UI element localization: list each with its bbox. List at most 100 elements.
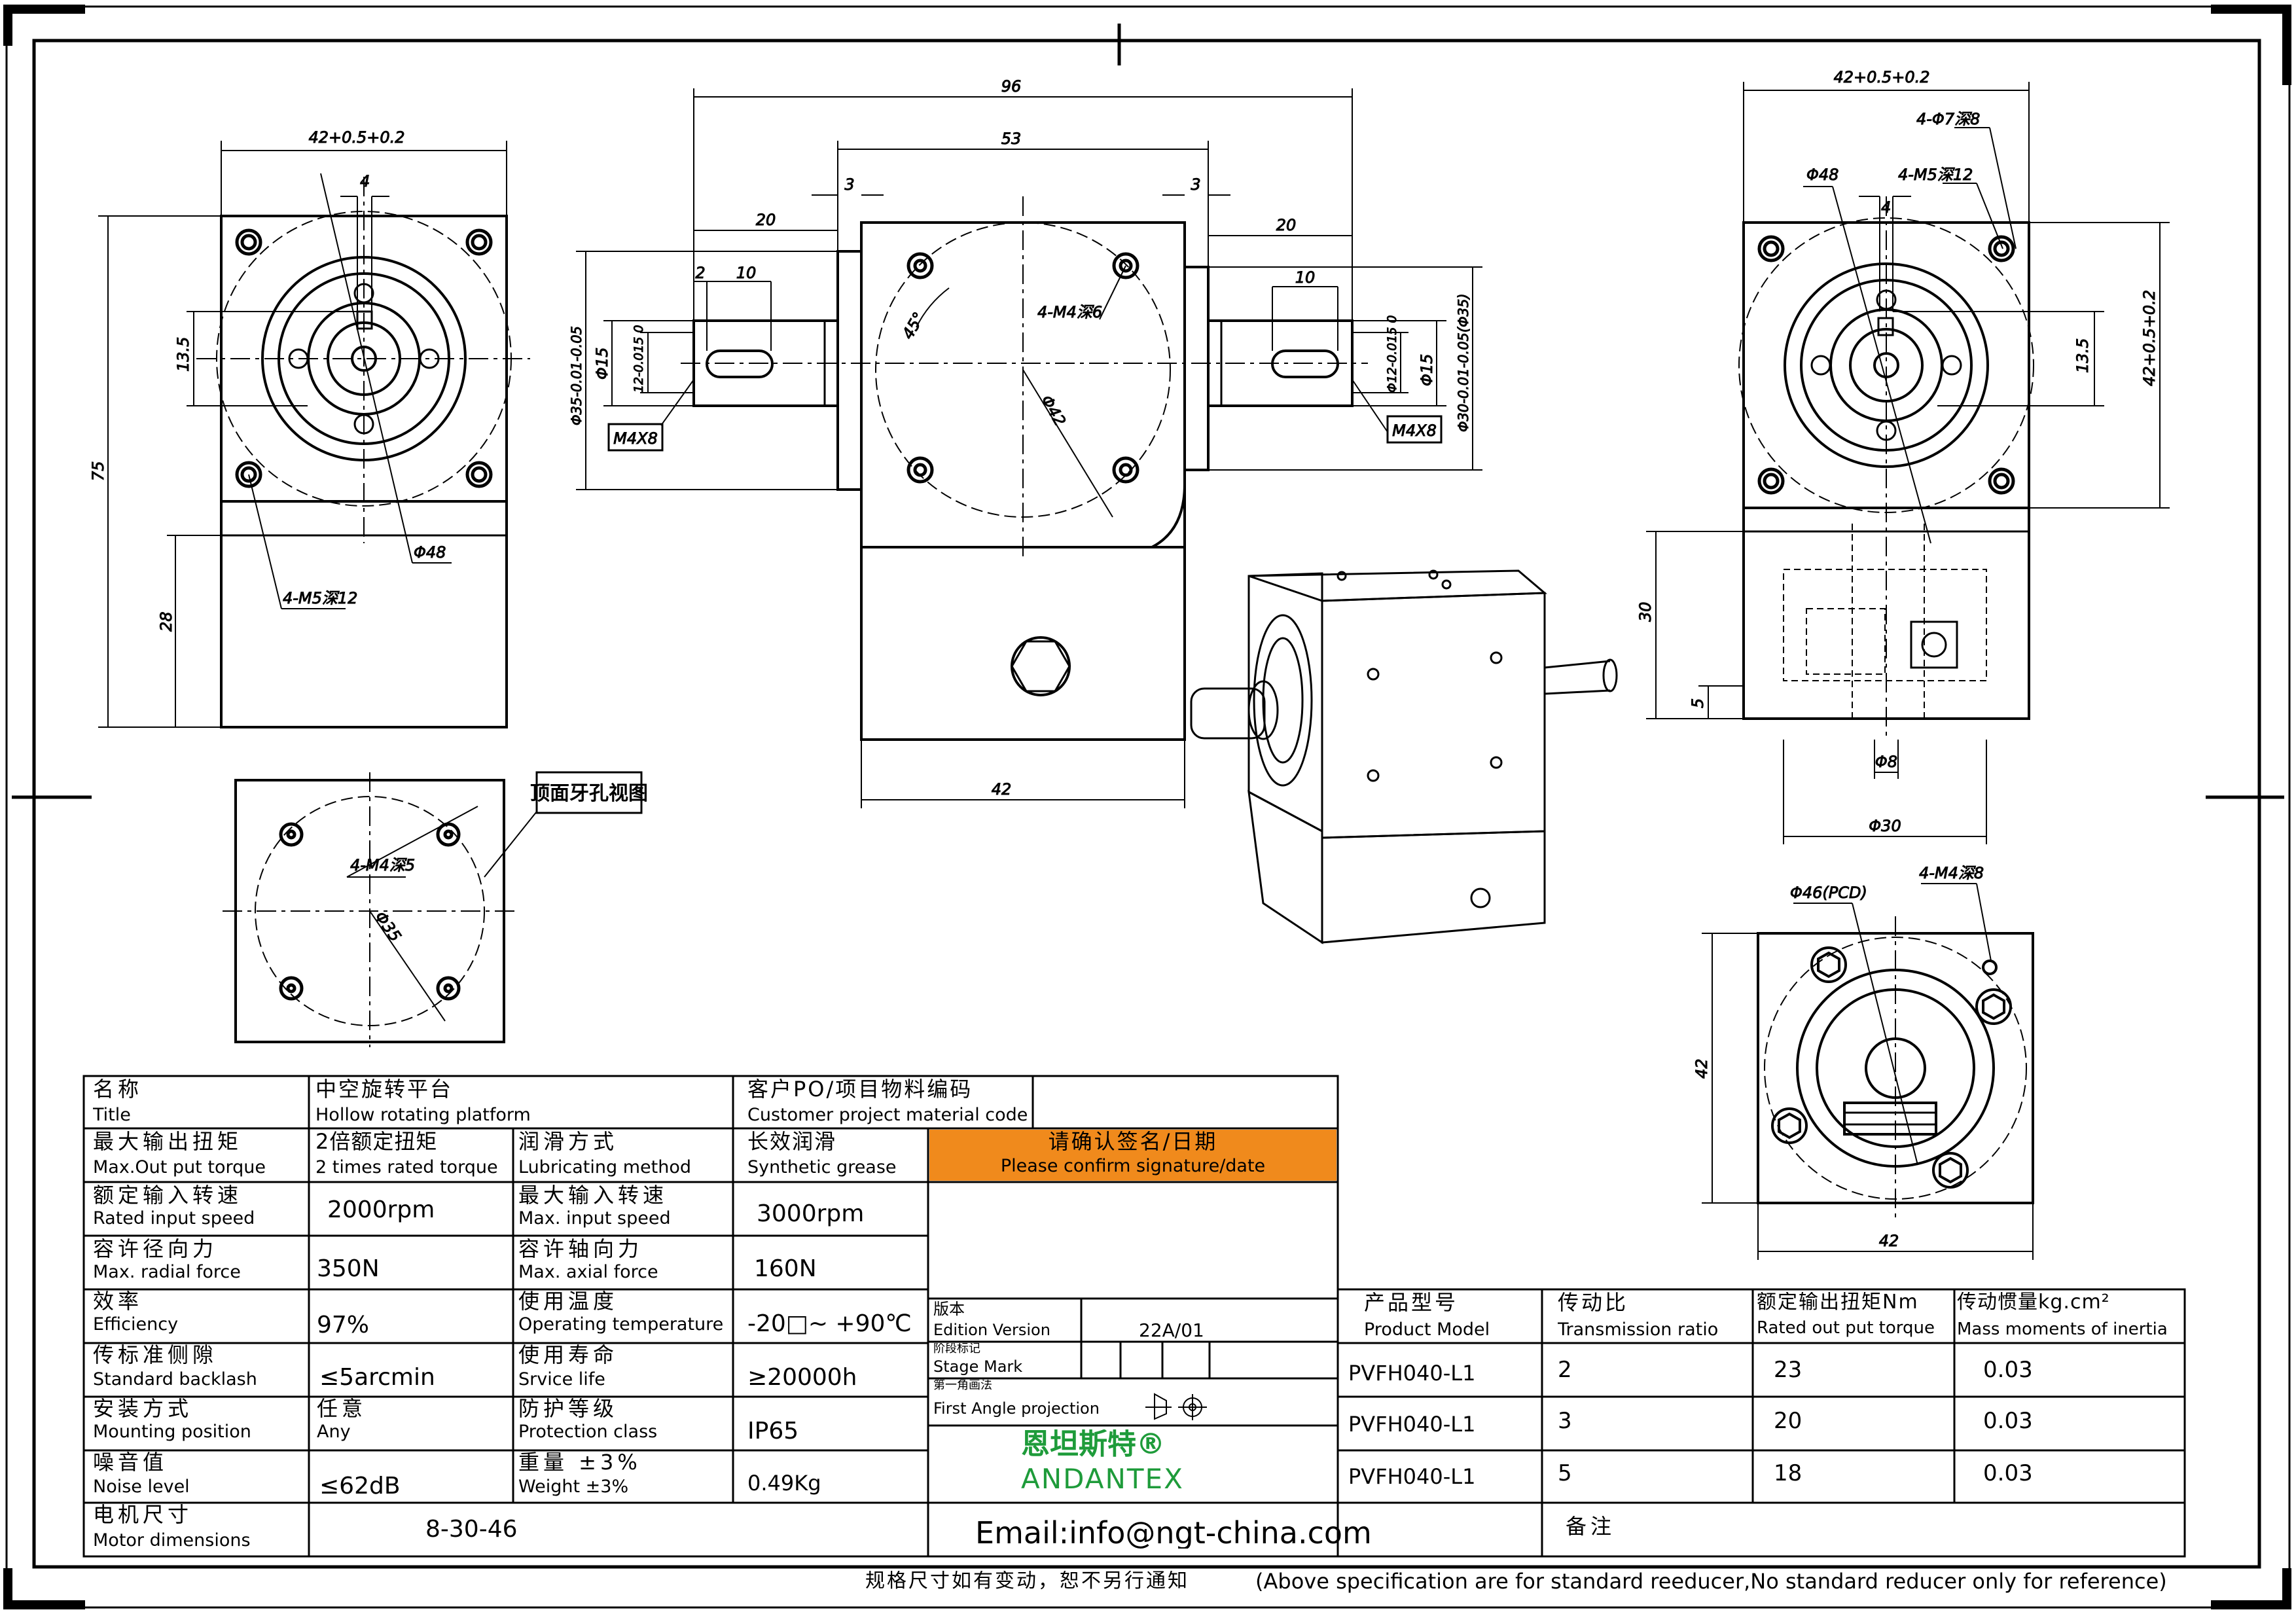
dim-30-35: Φ30-0.01-0.05(Φ35) (1456, 293, 1471, 432)
spec-label-en: Standard backlash (93, 1371, 257, 1390)
model-ratio: 5 (1558, 1462, 1572, 1486)
spec-label-cn: 重量 ±3% (518, 1452, 641, 1474)
model-inertia: 0.03 (1983, 1359, 2033, 1382)
spec-label-cn: 安装方式 (93, 1398, 193, 1420)
dim-42-br-v: 42 (1693, 1058, 1711, 1079)
spec-label-cn: 使用寿命 (518, 1344, 619, 1367)
dim-13-5-left: 13.5 (174, 337, 192, 372)
models-header-cn: 产品型号 (1364, 1292, 1459, 1314)
dim-4-right: 4 (1881, 198, 1891, 217)
motor-en: Motor dimensions (93, 1532, 251, 1551)
models-header-en: Rated out put torque (1757, 1319, 1935, 1338)
email-text: Email:info@ngt-china.com (975, 1517, 1372, 1549)
spec-value: ≤62dB (319, 1474, 401, 1499)
confirm-signature-bg (929, 1130, 1336, 1181)
spec-label-en: Srvice life (518, 1371, 605, 1390)
model-inertia: 0.03 (1983, 1462, 2033, 1486)
dim-3-right: 3 (1191, 175, 1200, 194)
motor-value: 8-30-46 (425, 1517, 518, 1542)
spec-value-en: Any (317, 1423, 351, 1442)
spec-label-cn: 噪音值 (93, 1452, 168, 1474)
spec-value-cn: 任意 (317, 1398, 367, 1420)
dim-30-v: 30 (1636, 601, 1655, 622)
model-torque: 18 (1774, 1462, 1803, 1486)
spec-value-en: Synthetic grease (747, 1158, 897, 1177)
model-name: PVFH040-L1 (1348, 1414, 1476, 1436)
model-ratio: 2 (1558, 1359, 1572, 1382)
right-flange-view (1646, 82, 2170, 844)
dim-12-right: Φ12-0.015 0 (1385, 315, 1399, 393)
spec-label-cn: 效率 (93, 1291, 143, 1313)
dim-7-8: 4-Φ7深8 (1916, 110, 1980, 128)
motor-flange-view (1702, 883, 2034, 1260)
dim-10-left: 10 (736, 264, 757, 282)
remark-label: 备注 (1566, 1516, 1616, 1538)
spec-value: 0.49Kg (747, 1473, 821, 1495)
spec-label-cn: 防护等级 (518, 1398, 619, 1420)
dim-10-right: 10 (1295, 268, 1316, 287)
top-hole-view (223, 771, 643, 1047)
spec-label-en: Max. radial force (93, 1263, 241, 1282)
product-cn: 中空旋转平台 (315, 1079, 454, 1101)
models-header-en: Transmission ratio (1558, 1321, 1719, 1340)
footer-en: (Above specification are for standard re… (1255, 1571, 2167, 1593)
edition-en: Edition Version (933, 1322, 1050, 1339)
spec-value: 160N (754, 1257, 817, 1282)
left-flange-view (98, 141, 530, 728)
brand-logo-cn: 恩坦斯特® (1021, 1429, 1165, 1460)
dim-8: Φ8 (1875, 753, 1897, 771)
spec-value-cn: 2倍额定扭矩 (315, 1131, 438, 1153)
spec-value-en: 2 times rated torque (315, 1158, 498, 1177)
dim-15-right: Φ15 (1418, 354, 1436, 386)
models-header-cn: 额定输出扭矩Nm (1757, 1292, 1919, 1313)
outer-frame (5, 5, 2291, 1609)
dim-5: 5 (1689, 698, 1707, 708)
dim-13-5-right: 13.5 (2073, 338, 2092, 373)
spec-value: 3000rpm (757, 1202, 865, 1227)
inner-frame (32, 39, 2261, 1569)
title-en: Title (93, 1106, 131, 1125)
dim-42-br-h: 42 (1879, 1232, 1899, 1250)
spec-label-cn: 润滑方式 (518, 1131, 619, 1153)
spec-label-en: Protection class (518, 1423, 658, 1442)
dim-20-left: 20 (756, 211, 776, 229)
spec-label-cn: 最大输出扭矩 (93, 1131, 243, 1153)
dim-12-left: 12-0.015 0 (632, 325, 646, 393)
spec-value-cn: 长效润滑 (747, 1131, 837, 1153)
models-header-cn: 传动惯量kg.cm² (1957, 1292, 2110, 1313)
customer-cn: 客户PO/项目物料编码 (747, 1079, 973, 1101)
callout-top-hole: 顶面牙孔视图 (530, 782, 648, 805)
dim-3-left: 3 (844, 175, 854, 194)
spec-label-cn: 最大输入转速 (518, 1185, 668, 1207)
dim-42-right: 42+0.5+0.2 (1833, 68, 1929, 86)
dim-m4x8-right: M4X8 (1392, 421, 1437, 440)
models-header-en: Mass moments of inertia (1957, 1321, 2168, 1339)
dim-m4-8: 4-M4深8 (1919, 864, 1984, 882)
dim-30-h: Φ30 (1869, 817, 1901, 835)
brand-logo-en: ANDANTEX (1021, 1465, 1184, 1494)
model-inertia: 0.03 (1983, 1410, 2033, 1433)
dim-20-right: 20 (1276, 216, 1297, 234)
spec-label-cn: 传标准侧隙 (93, 1344, 218, 1367)
dim-42-right-v: 42+0.5+0.2 (2140, 290, 2159, 386)
spec-label-cn: 容许轴向力 (518, 1238, 643, 1261)
dim-2: 2 (695, 264, 705, 282)
dim-42-left: 42+0.5+0.2 (308, 128, 404, 147)
spec-label-en: Weight ±3% (518, 1478, 629, 1497)
models-header-en: Product Model (1364, 1321, 1490, 1340)
spec-value: IP65 (747, 1419, 799, 1444)
model-name: PVFH040-L1 (1348, 1363, 1476, 1385)
dim-m4-6: 4-M4深6 (1037, 303, 1102, 321)
stage-en: Stage Mark (933, 1359, 1023, 1376)
dim-28: 28 (157, 611, 175, 632)
dim-4-left: 4 (360, 172, 370, 190)
spec-label-en: Efficiency (93, 1316, 179, 1335)
dim-96: 96 (1001, 77, 1022, 96)
spec-value: 2000rpm (327, 1198, 435, 1223)
dim-53: 53 (1001, 130, 1022, 148)
spec-value: -20□~ +90℃ (747, 1312, 912, 1336)
stage-cn: 阶段标记 (933, 1343, 980, 1355)
confirm-signature-en: Please confirm signature/date (1000, 1157, 1266, 1176)
spec-label-en: Rated input speed (93, 1210, 255, 1228)
